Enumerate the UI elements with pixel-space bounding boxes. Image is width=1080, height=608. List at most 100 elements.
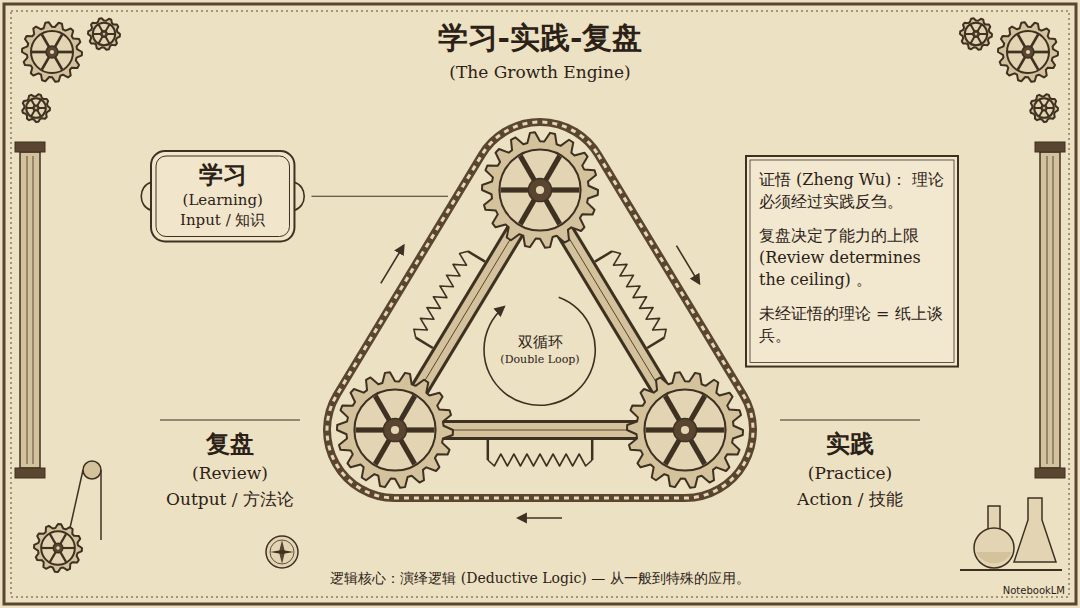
node-text: (Double Loop) bbox=[500, 353, 579, 367]
gear-teeth bbox=[22, 22, 82, 82]
spring bbox=[414, 251, 468, 337]
gear-spoke bbox=[37, 110, 40, 116]
gear-hub bbox=[1041, 105, 1047, 111]
gear-hub bbox=[101, 31, 107, 37]
gear-spoke bbox=[691, 396, 705, 420]
flask-body bbox=[974, 528, 1014, 568]
corner-gear bbox=[960, 18, 992, 50]
compass-ring bbox=[270, 540, 294, 564]
gear-spoke bbox=[42, 34, 49, 46]
gear-axle bbox=[1043, 107, 1045, 109]
corner-gear bbox=[998, 22, 1058, 82]
spring-bracket bbox=[468, 251, 485, 261]
column-flute bbox=[1053, 156, 1054, 464]
gear-spoke bbox=[978, 37, 982, 44]
gear-spoke bbox=[60, 552, 66, 562]
gear-axle bbox=[681, 426, 689, 434]
gear-spoke bbox=[106, 25, 110, 32]
node-heading: 证悟 (Zheng Wu)： 理论必须经过实践反刍。 bbox=[759, 169, 945, 213]
gear-axle bbox=[56, 546, 59, 549]
gear-hub bbox=[53, 543, 63, 553]
column-capital bbox=[1035, 142, 1065, 152]
gear-spoke bbox=[665, 396, 679, 420]
spring bbox=[612, 251, 666, 337]
gear-spoke bbox=[39, 107, 46, 109]
gear-spoke bbox=[375, 396, 389, 420]
pulley-gear bbox=[34, 524, 82, 572]
column-flute bbox=[1047, 156, 1048, 464]
spring-bracket bbox=[647, 338, 664, 348]
gear-axle bbox=[50, 50, 54, 54]
gear-spoke bbox=[1047, 107, 1054, 109]
gear-spoke bbox=[546, 156, 560, 180]
gear-spoke bbox=[50, 534, 56, 544]
gear-spoke bbox=[1018, 34, 1025, 46]
chain-links bbox=[327, 122, 753, 498]
gear-spoke bbox=[965, 33, 973, 35]
flask-neck bbox=[988, 506, 1000, 530]
gear-teeth bbox=[337, 372, 453, 488]
gear-rim bbox=[1007, 31, 1049, 73]
gear-teeth bbox=[88, 18, 120, 50]
gear-hub bbox=[973, 31, 979, 37]
flow-arrow bbox=[381, 246, 404, 284]
flask-liquid bbox=[976, 552, 1012, 563]
column-flute bbox=[27, 156, 28, 464]
column-base bbox=[15, 468, 45, 478]
flow-arrow bbox=[676, 246, 699, 284]
node-heading: 学习 bbox=[180, 160, 265, 190]
pulley-rope bbox=[70, 470, 83, 528]
gear-teeth bbox=[34, 524, 82, 572]
gear-rim bbox=[31, 31, 73, 73]
scroll-inner bbox=[156, 156, 289, 237]
gear-rim bbox=[965, 23, 987, 45]
note-box: 证悟 (Zheng Wu)： 理论必须经过实践反刍。复盘决定了能力的上限 (Re… bbox=[745, 155, 959, 368]
gear-axle bbox=[391, 426, 399, 434]
stage-label: (Practice) bbox=[808, 463, 892, 483]
gear-axle bbox=[975, 33, 977, 35]
pulley bbox=[83, 461, 101, 479]
loop-arrow bbox=[484, 298, 595, 406]
gear-spoke bbox=[42, 547, 54, 549]
node-text: Input / 知识 bbox=[180, 210, 265, 230]
bench bbox=[960, 569, 1062, 571]
gear-rim bbox=[644, 389, 725, 470]
corner-gear bbox=[1030, 94, 1058, 122]
gear-spoke bbox=[520, 156, 534, 180]
flask-conical bbox=[1014, 498, 1056, 562]
gear-spoke bbox=[1034, 51, 1048, 54]
spring-bracket bbox=[416, 338, 433, 348]
gear-axle bbox=[536, 186, 544, 194]
gear-spoke bbox=[60, 534, 66, 544]
gear-hub bbox=[528, 178, 551, 201]
gear-teeth bbox=[1030, 94, 1058, 122]
gear-spoke bbox=[1018, 57, 1025, 69]
title: 学习-实践-复盘 bbox=[438, 18, 643, 59]
gear-axle bbox=[1026, 50, 1030, 54]
corner-gear bbox=[22, 22, 82, 82]
stage-label: (Review) bbox=[192, 463, 268, 483]
column-shaft bbox=[20, 152, 40, 468]
stage-label: 实践 bbox=[826, 428, 874, 460]
scroll-box: 学习(Learning)Input / 知识 bbox=[150, 150, 295, 243]
gear-spoke bbox=[978, 25, 982, 32]
node-text: 未经证悟的理论 = 纸上谈兵。 bbox=[759, 303, 945, 347]
gear-spoke bbox=[55, 57, 62, 69]
gear-spoke bbox=[1008, 51, 1022, 54]
gear-rim bbox=[41, 531, 75, 565]
gear-spoke bbox=[55, 34, 62, 46]
gear-spoke bbox=[401, 440, 415, 464]
flow-arrow bbox=[518, 517, 562, 519]
gear bbox=[627, 372, 743, 488]
gear-spoke bbox=[32, 51, 46, 54]
gear-spoke bbox=[501, 187, 529, 192]
gear-spoke bbox=[401, 396, 415, 420]
column-capital bbox=[15, 142, 45, 152]
stage-label: Output / 方法论 bbox=[166, 488, 294, 511]
chain bbox=[327, 122, 753, 498]
node-heading: 双循环 bbox=[518, 333, 563, 353]
spring bbox=[488, 454, 592, 466]
gear-spoke bbox=[407, 427, 435, 432]
corner-gear bbox=[22, 94, 50, 122]
gear-spoke bbox=[1034, 107, 1041, 109]
